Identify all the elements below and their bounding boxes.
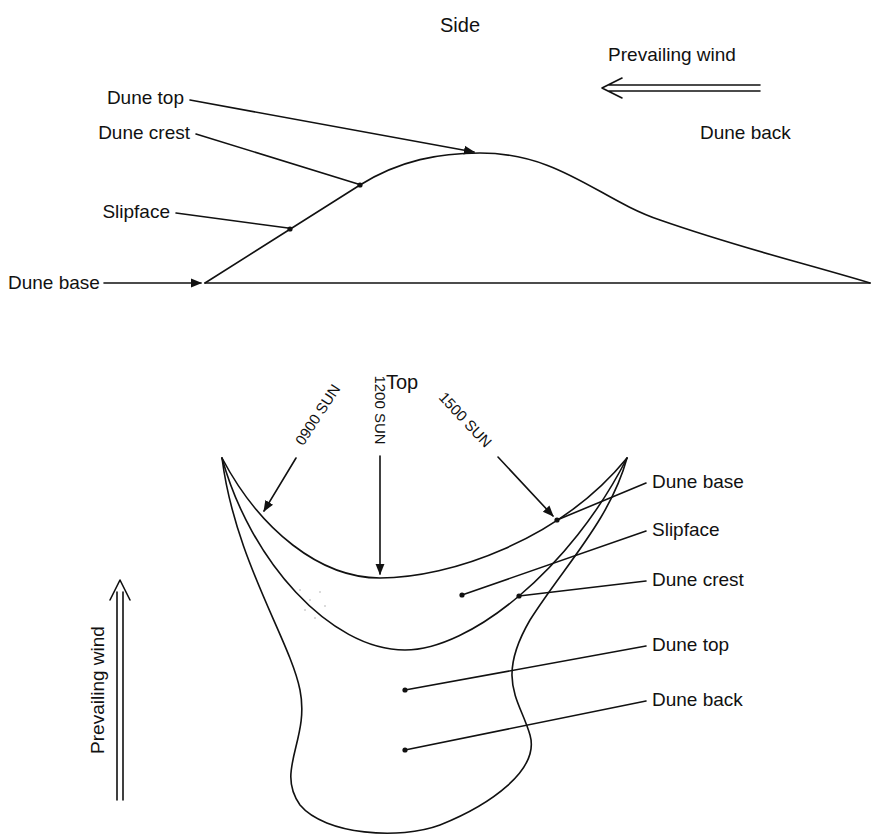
leader-dot — [516, 593, 521, 598]
leader-line — [190, 100, 474, 152]
leader-dot — [287, 226, 292, 231]
leader-dot — [402, 687, 407, 692]
dune-crest-curve — [222, 458, 627, 650]
leader-dot — [357, 182, 362, 187]
shading-dot — [324, 605, 326, 607]
sun-label: 0900 SUN — [292, 381, 344, 448]
leader-line — [462, 531, 646, 595]
dune-profile — [205, 153, 870, 283]
part-label: Dune base — [8, 273, 100, 294]
view-heading: Top — [386, 371, 418, 393]
leader-dot — [459, 592, 464, 597]
leader-line — [519, 581, 646, 596]
wind-label: Prevailing wind — [608, 45, 736, 66]
part-label: Dune base — [652, 472, 744, 493]
sun-label: 1500 SUN — [435, 389, 494, 451]
sun-arrow — [498, 457, 553, 516]
sun-arrow — [264, 458, 296, 511]
leader-line — [405, 646, 646, 690]
part-label: Dune back — [700, 123, 791, 144]
part-label: Slipface — [102, 202, 170, 223]
leader-line — [557, 483, 646, 520]
wind-label: Prevailing wind — [88, 626, 109, 754]
leader-dot — [402, 747, 407, 752]
shading-dot — [319, 591, 321, 593]
sun-label: 1200 SUN — [372, 375, 389, 444]
part-label: Dune crest — [98, 123, 190, 144]
shading-dot — [304, 609, 306, 611]
leader-line — [176, 213, 288, 228]
shading-dot — [314, 617, 316, 619]
leader-line — [196, 134, 358, 184]
part-label: Slipface — [652, 520, 720, 541]
part-label: Dune back — [652, 690, 743, 711]
leader-line — [104, 282, 201, 284]
leader-dot — [554, 517, 559, 522]
shading-dot — [309, 599, 311, 601]
ground-line — [205, 282, 870, 284]
wind-arrow — [110, 580, 130, 800]
view-heading: Side — [440, 14, 480, 36]
wind-arrow — [602, 78, 760, 98]
dune-base-curve — [222, 458, 627, 578]
shading-dot — [299, 589, 301, 591]
part-label: Dune crest — [652, 570, 744, 591]
sun-arrow — [379, 456, 381, 574]
dune-outline — [222, 458, 627, 833]
part-label: Dune top — [107, 88, 184, 109]
leader-line — [405, 701, 646, 750]
part-label: Dune top — [652, 635, 729, 656]
